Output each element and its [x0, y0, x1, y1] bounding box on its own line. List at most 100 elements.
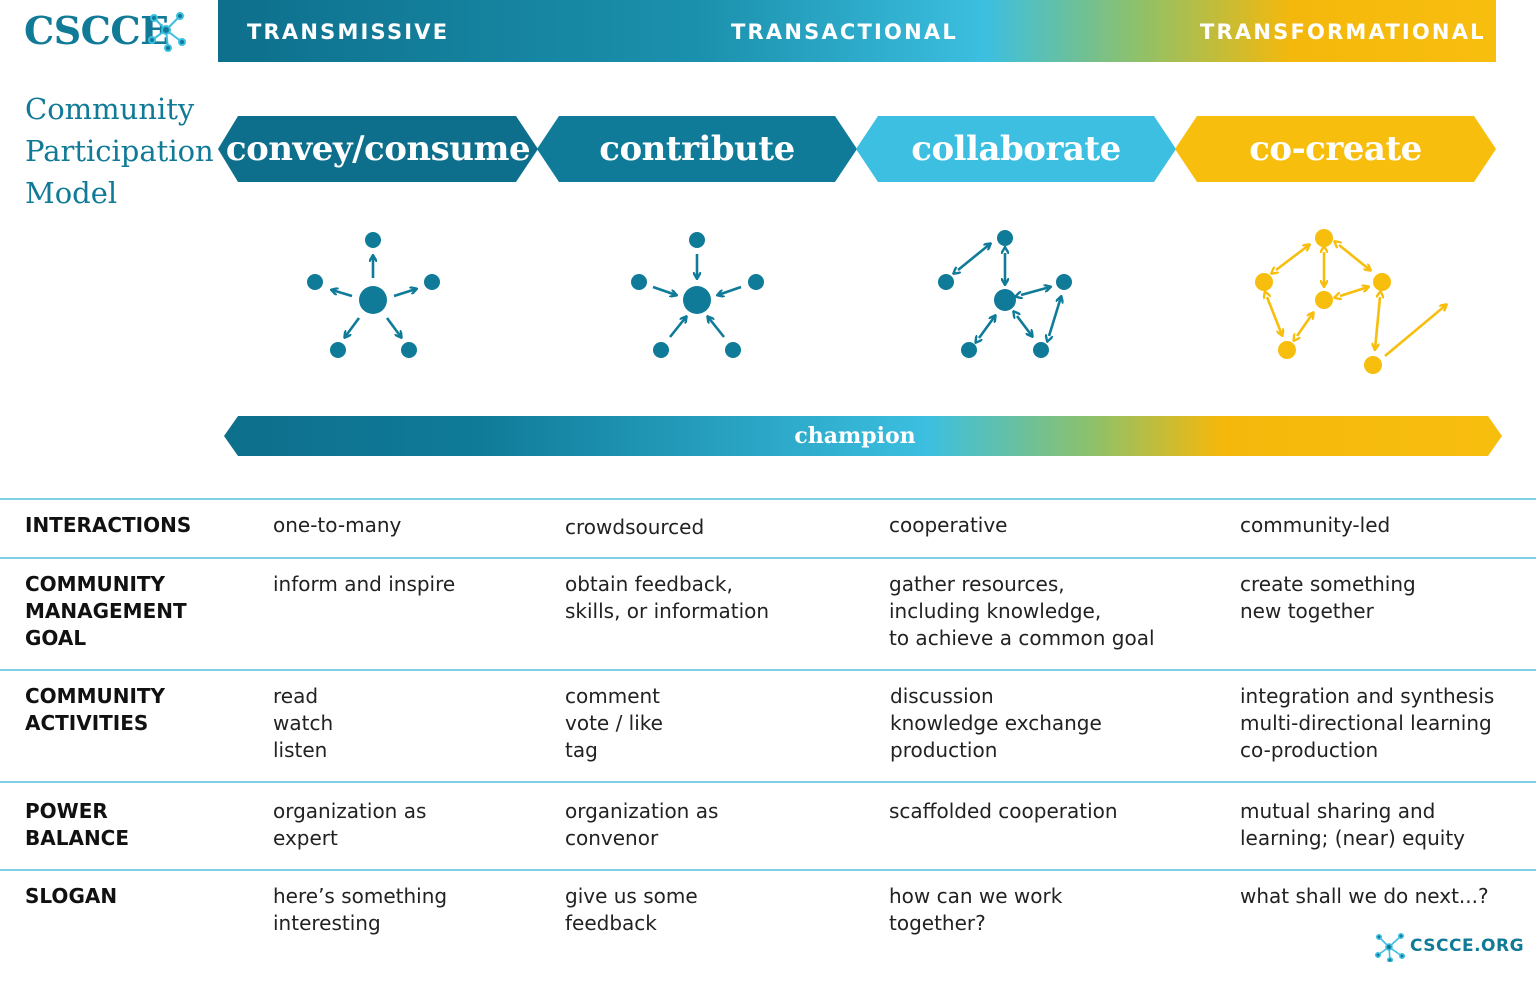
cell-line: scaffolded cooperation [889, 799, 1118, 823]
row-header-line: GOAL [25, 626, 87, 650]
row-header-line: MANAGEMENT [25, 599, 187, 623]
cell-line: feedback [565, 911, 657, 935]
cell-line: skills, or information [565, 599, 770, 623]
spectrum-label-transmissive: TRANSMISSIVE [247, 20, 450, 44]
stage-label: collaborate [911, 129, 1121, 169]
cell-line: comment [565, 684, 661, 708]
title-line: Participation [25, 134, 214, 168]
spectrum-label-transactional: TRANSACTIONAL [731, 20, 958, 44]
stage-chevron-co-create: co-create [1175, 116, 1496, 182]
cell-line: tag [565, 738, 598, 762]
row-header-line: SLOGAN [25, 884, 118, 908]
co-creation-network-icon [1255, 229, 1446, 374]
table-cell: gather resources, including knowledge, t… [889, 571, 1155, 652]
table-cell: crowdsourced [565, 514, 704, 541]
row-header-power-balance: POWER BALANCE [25, 798, 129, 852]
title-line: Model [25, 176, 118, 210]
champion-bar: champion [224, 416, 1502, 456]
cell-line: give us some [565, 884, 698, 908]
cell-line: production [890, 738, 998, 762]
cell-line: how can we work [889, 884, 1063, 908]
cell-line: mutual sharing and [1240, 799, 1436, 823]
cell-line: vote / like [565, 711, 663, 735]
row-header-line: COMMUNITY [25, 684, 166, 708]
table-cell: organization as expert [273, 798, 426, 852]
table-cell: discussion knowledge exchange production [890, 683, 1102, 764]
table-cell: community-led [1240, 512, 1390, 539]
network-logo-icon [148, 12, 186, 52]
cell-line: knowledge exchange [890, 711, 1102, 735]
crowdsource-network-icon [631, 232, 764, 358]
cell-line: here’s something [273, 884, 448, 908]
table-cell: create something new together [1240, 571, 1416, 625]
network-footer-icon [1374, 932, 1405, 962]
cell-line: read [273, 684, 319, 708]
cell-line: including knowledge, [889, 599, 1102, 623]
cell-line: create something [1240, 572, 1416, 596]
cell-line: together? [889, 911, 986, 935]
cell-line: crowdsourced [565, 515, 705, 539]
table-cell: here’s something interesting [273, 883, 447, 937]
footer-website[interactable]: CSCCE.ORG [1410, 936, 1525, 956]
cell-line: gather resources, [889, 572, 1065, 596]
stage-chevron-convey-consume: convey/consume [218, 116, 538, 182]
cell-line: one-to-many [273, 513, 402, 537]
row-header-slogan: SLOGAN [25, 883, 117, 910]
table-cell: integration and synthesis multi-directio… [1240, 683, 1494, 764]
cell-line: organization as [565, 799, 719, 823]
cell-line: new together [1240, 599, 1374, 623]
table-cell: cooperative [889, 512, 1008, 539]
page-title: Community Participation Model [25, 88, 220, 214]
row-header-line: INTERACTIONS [25, 513, 192, 537]
cell-line: listen [273, 738, 328, 762]
spectrum-label-transformational: TRANSFORMATIONAL [1200, 20, 1486, 44]
stage-chevron-collaborate: collaborate [856, 116, 1176, 182]
table-divider [0, 869, 1536, 871]
row-header-interactions: INTERACTIONS [25, 512, 191, 539]
stage-label: co-create [1249, 129, 1422, 169]
logo-wordmark: CSCCE [24, 8, 169, 53]
row-header-activities: COMMUNITY ACTIVITIES [25, 683, 165, 737]
row-header-management-goal: COMMUNITY MANAGEMENT GOAL [25, 571, 187, 652]
table-cell: read watch listen [273, 683, 333, 764]
table-cell: obtain feedback, skills, or information [565, 571, 769, 625]
stage-label: contribute [599, 129, 795, 169]
table-cell: how can we work together? [889, 883, 1062, 937]
row-header-line: POWER [25, 799, 108, 823]
cell-line: integration and synthesis [1240, 684, 1495, 708]
table-cell: mutual sharing and learning; (near) equi… [1240, 798, 1465, 852]
table-cell: give us some feedback [565, 883, 698, 937]
stage-label: convey/consume [225, 129, 531, 169]
table-divider [0, 498, 1536, 500]
cell-line: what shall we do next...? [1240, 884, 1489, 908]
cell-line: organization as [273, 799, 427, 823]
table-cell: inform and inspire [273, 571, 455, 598]
cell-line: expert [273, 826, 338, 850]
table-divider [0, 781, 1536, 783]
champion-label: champion [794, 423, 916, 449]
cell-line: cooperative [889, 513, 1008, 537]
row-header-line: COMMUNITY [25, 572, 166, 596]
broadcast-network-icon [307, 232, 440, 358]
cell-line: discussion [890, 684, 994, 708]
title-line: Community [25, 92, 195, 126]
cell-line: co-production [1240, 738, 1379, 762]
cell-line: watch [273, 711, 334, 735]
table-divider [0, 557, 1536, 559]
table-cell: what shall we do next...? [1240, 883, 1489, 910]
cell-line: obtain feedback, [565, 572, 733, 596]
table-cell: one-to-many [273, 512, 401, 539]
stage-chevron-contribute: contribute [537, 116, 857, 182]
spectrum-bar [218, 0, 1496, 62]
cell-line: multi-directional learning [1240, 711, 1492, 735]
cell-line: inform and inspire [273, 572, 456, 596]
cell-line: community-led [1240, 513, 1391, 537]
cell-line: to achieve a common goal [889, 626, 1155, 650]
row-header-line: ACTIVITIES [25, 711, 149, 735]
table-divider [0, 669, 1536, 671]
table-cell: comment vote / like tag [565, 683, 663, 764]
table-cell: organization as convenor [565, 798, 718, 852]
table-cell: scaffolded cooperation [889, 798, 1118, 825]
cell-line: convenor [565, 826, 659, 850]
cell-line: interesting [273, 911, 381, 935]
